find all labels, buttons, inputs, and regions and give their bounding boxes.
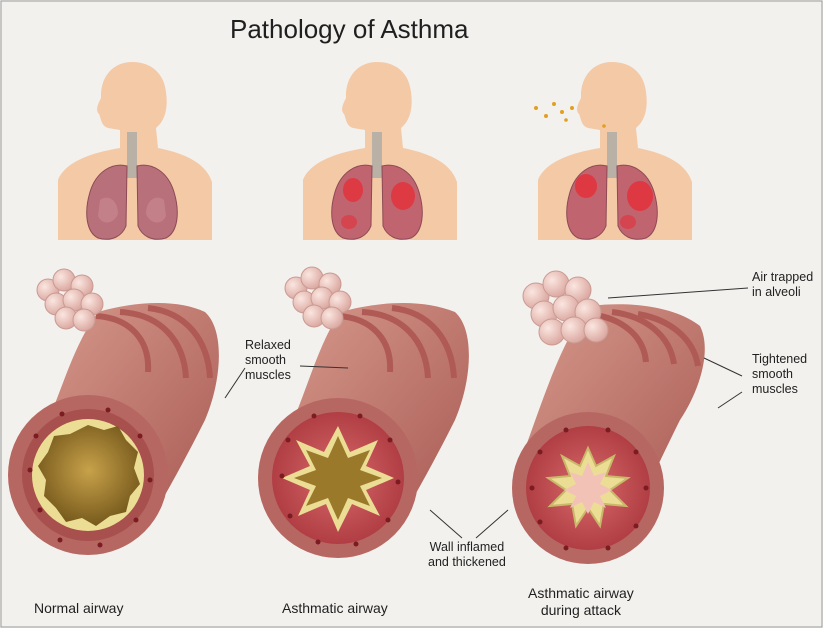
- inflammation-spot: [391, 182, 415, 210]
- inflammation-spot: [627, 181, 653, 211]
- trachea-icon: [127, 132, 137, 178]
- inflammation-spot: [575, 174, 597, 198]
- label-line: smooth: [245, 353, 291, 368]
- caption-normal-airway: Normal airway: [34, 600, 123, 617]
- caption-asthmatic-airway: Asthmatic airway: [282, 600, 388, 617]
- label-line: and thickened: [428, 555, 506, 570]
- label-line: in alveoli: [752, 285, 813, 300]
- label-wall-inflamed: Wall inflamed and thickened: [428, 540, 506, 570]
- caption-attack-airway: Asthmatic airway during attack: [528, 585, 634, 619]
- airway-cross-section-icon: [512, 412, 664, 564]
- caption-line: during attack: [528, 602, 634, 619]
- label-line: Tightened: [752, 352, 807, 367]
- airway-cross-section-icon: [258, 398, 418, 558]
- label-line: muscles: [245, 368, 291, 383]
- airway-cross-section-icon: [8, 395, 168, 555]
- label-line: Relaxed: [245, 338, 291, 353]
- label-line: smooth: [752, 367, 807, 382]
- label-tightened-smooth-muscles: Tightened smooth muscles: [752, 352, 807, 397]
- label-line: Air trapped: [752, 270, 813, 285]
- inflammation-spot: [620, 215, 636, 229]
- label-line: muscles: [752, 382, 807, 397]
- label-relaxed-smooth-muscles: Relaxed smooth muscles: [245, 338, 291, 383]
- diagram-title: Pathology of Asthma: [230, 14, 468, 45]
- inflammation-spot: [343, 178, 363, 202]
- label-line: Wall inflamed: [428, 540, 506, 555]
- trachea-icon: [372, 132, 382, 178]
- caption-line: Asthmatic airway: [528, 585, 634, 602]
- trachea-icon: [607, 132, 617, 178]
- label-air-trapped: Air trapped in alveoli: [752, 270, 813, 300]
- inflammation-spot: [341, 215, 357, 229]
